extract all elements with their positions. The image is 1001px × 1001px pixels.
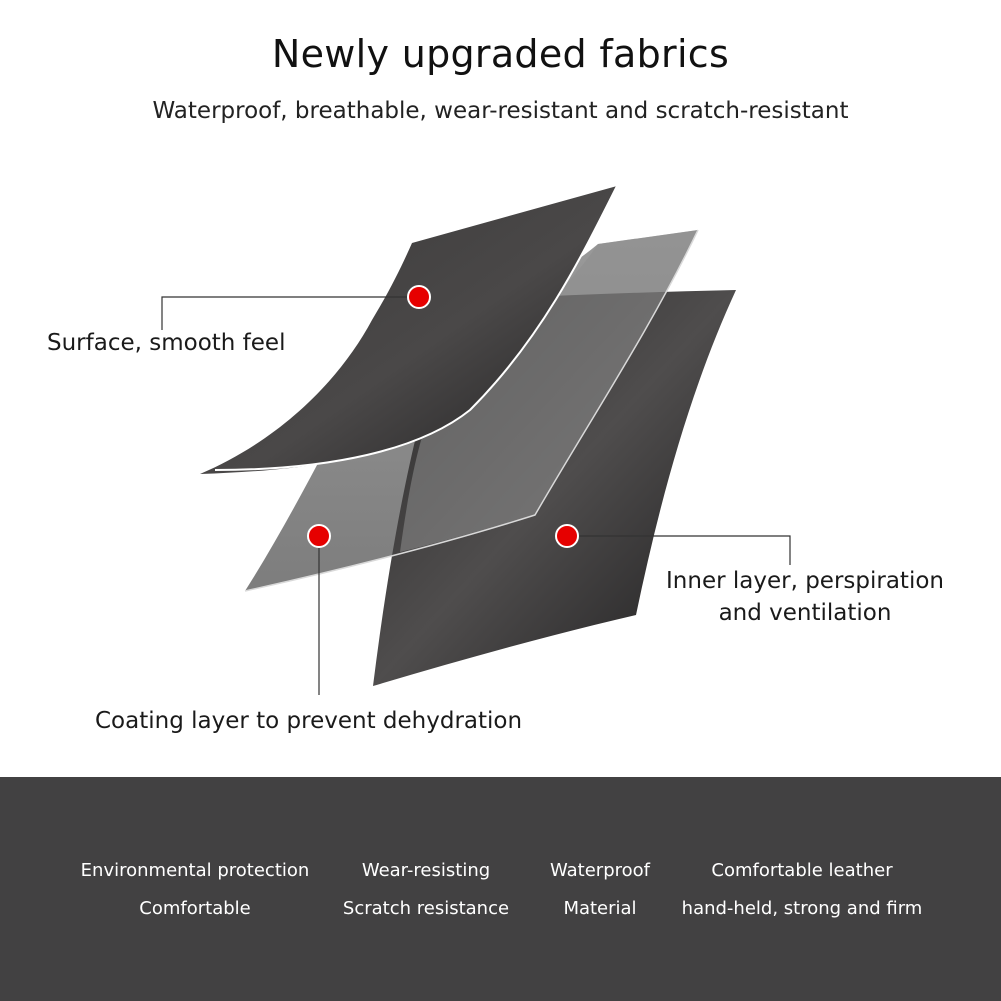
page-subtitle: Waterproof, breathable, wear-resistant a… [152, 98, 849, 124]
coating-label: Coating layer to prevent dehydration [95, 708, 523, 734]
coating-layer-overlap [400, 230, 698, 552]
feature-line1: Environmental protection [80, 860, 310, 881]
surface-leader-line [161, 296, 419, 330]
surface-marker [407, 285, 431, 309]
surface-layer [200, 186, 617, 474]
inner-marker [555, 524, 579, 548]
feature-line2: hand-held, strong and firm [681, 898, 923, 919]
page-title: Newly upgraded fabrics [271, 32, 730, 76]
feature-waterproof: Waterproof Material [470, 852, 730, 928]
fabric-layers-diagram [161, 185, 791, 695]
feature-wear-resisting: Wear-resisting Scratch resistance [296, 852, 556, 928]
coating-layer-edge [244, 229, 699, 592]
coating-marker [307, 524, 331, 548]
feature-line2: Material [563, 898, 637, 919]
features-footer: Environmental protection Comfortable Wea… [0, 777, 1001, 1001]
inner-label-line1: Inner layer, perspiration [666, 568, 944, 594]
feature-line2: Scratch resistance [342, 898, 510, 919]
feature-line1: Comfortable leather [711, 860, 893, 881]
feature-line2: Comfortable [139, 898, 251, 919]
inner-leader-line [567, 535, 791, 565]
surface-label: Surface, smooth feel [47, 330, 286, 356]
inner-label: Inner layer, perspiration and ventilatio… [660, 568, 950, 626]
surface-layer-edge [214, 185, 618, 471]
feature-line1: Wear-resisting [361, 860, 491, 881]
inner-label-line2: and ventilation [718, 600, 892, 626]
feature-environmental: Environmental protection Comfortable [65, 852, 325, 928]
feature-line1: Waterproof [549, 860, 650, 881]
feature-comfortable-leather: Comfortable leather hand-held, strong an… [672, 852, 932, 928]
